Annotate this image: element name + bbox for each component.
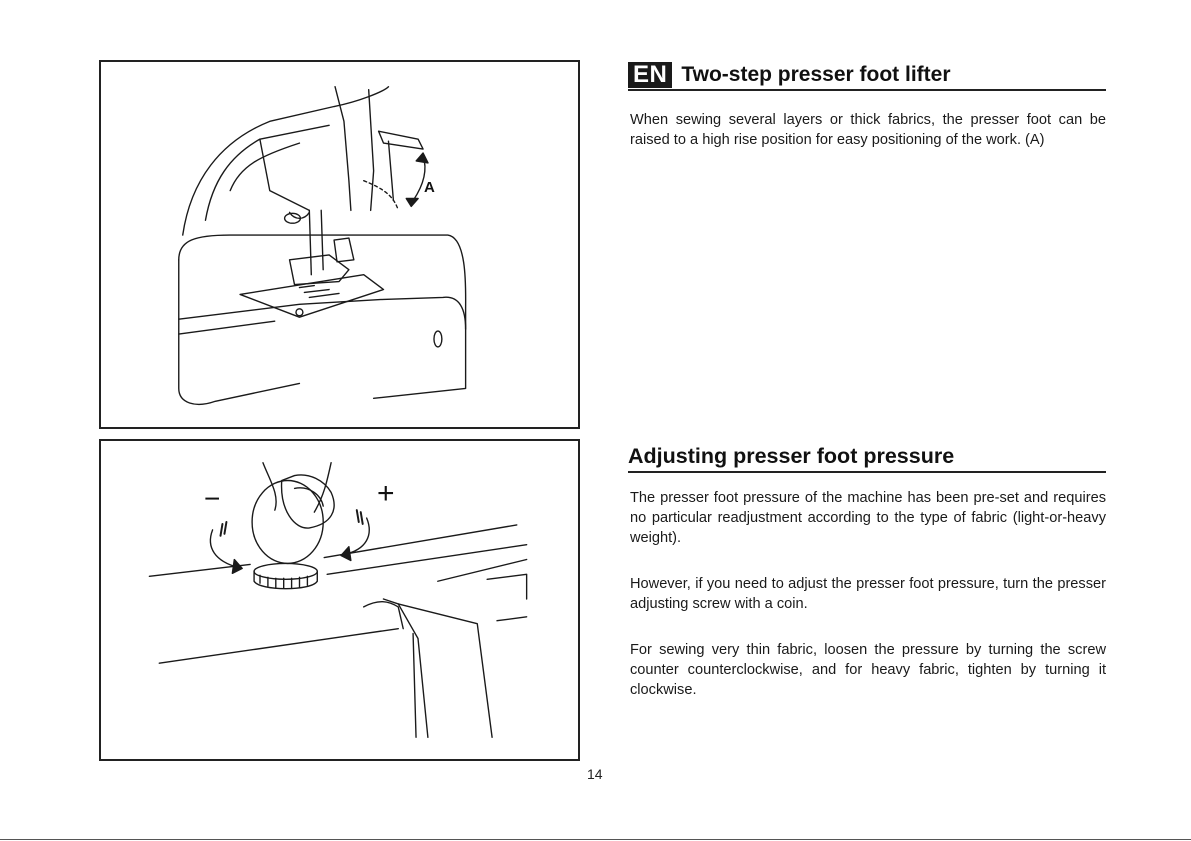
language-badge: EN <box>628 61 673 88</box>
pressure-paragraph-preset: The presser foot pressure of the machine… <box>630 490 1106 546</box>
section-title: Adjusting presser foot pressure <box>628 443 955 468</box>
arrow-label-a: A <box>424 179 435 196</box>
page-number: 14 <box>587 766 603 782</box>
section-heading-foot-pressure: Adjusting presser foot pressure <box>628 440 1106 473</box>
lifter-description: When sewing several layers or thick fabr… <box>630 112 1106 148</box>
adjusting-screw-drawing <box>148 462 528 738</box>
minus-sign-icon: − <box>204 483 221 514</box>
page-bottom-divider <box>0 839 1191 840</box>
plus-sign-icon: + <box>377 477 395 510</box>
presser-foot-lifter-illustration: A <box>99 60 580 429</box>
sewing-machine-drawing <box>178 86 467 405</box>
section-title: Two-step presser foot lifter <box>681 62 951 86</box>
section-heading-presser-foot-lifter: EN Two-step presser foot lifter <box>628 60 1106 91</box>
pressure-paragraph-fabric: For sewing very thin fabric, loosen the … <box>630 642 1106 698</box>
pressure-adjusting-screw-illustration: − + <box>99 439 580 761</box>
pressure-paragraph-adjust: However, if you need to adjust the press… <box>630 576 1106 612</box>
